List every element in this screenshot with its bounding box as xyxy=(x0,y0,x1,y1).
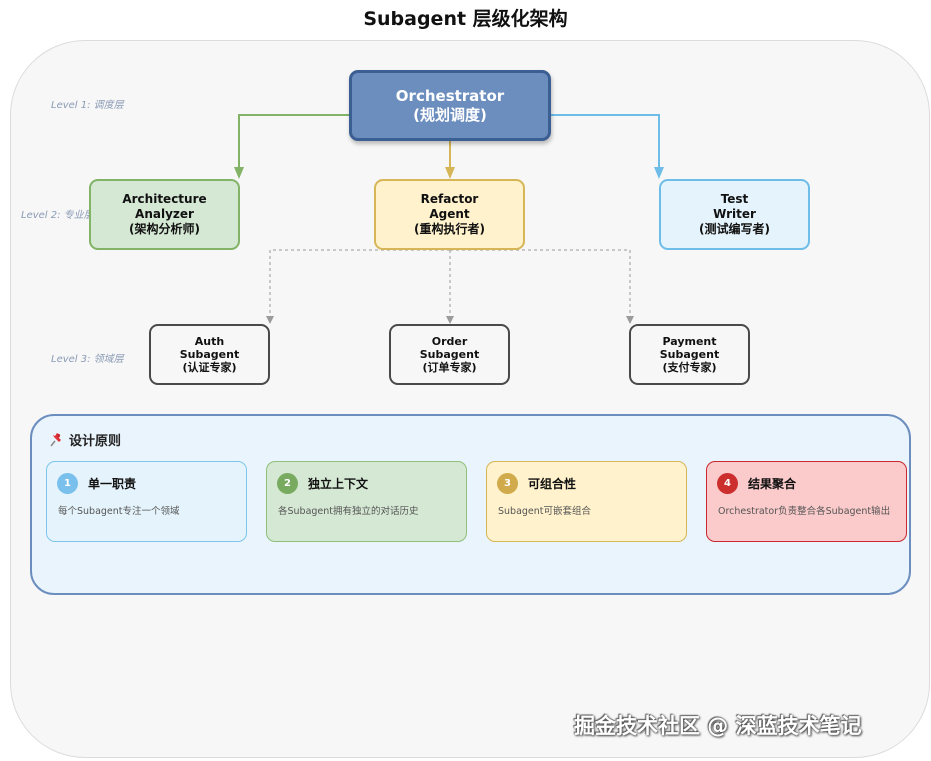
auth-subagent-node: Auth Subagent (认证专家) xyxy=(149,324,270,385)
diagram-title: Subagent 层级化架构 xyxy=(363,8,568,30)
arrowhead-refactor xyxy=(445,167,455,179)
node-role: (支付专家) xyxy=(662,361,717,374)
arrowhead-payment xyxy=(626,316,634,324)
architecture-analyzer-node: Architecture Analyzer (架构分析师) xyxy=(89,179,240,250)
principle-title: 结果聚合 xyxy=(748,477,797,491)
node-role: (重构执行者) xyxy=(414,222,485,236)
node-role: (架构分析师) xyxy=(129,222,200,236)
node-line: Payment xyxy=(662,335,717,348)
principle-number-badge: 3 xyxy=(497,473,518,494)
arrowhead-order xyxy=(446,316,454,324)
orchestrator-node: Orchestrator (规划调度) xyxy=(349,70,551,141)
refactor-agent-node: Refactor Agent (重构执行者) xyxy=(374,179,525,250)
edge-refactor-payment xyxy=(450,249,631,316)
order-subagent-node: Order Subagent (订单专家) xyxy=(389,324,510,385)
principle-desc: 各Subagent拥有独立的对话历史 xyxy=(278,506,419,517)
arrowhead-architecture xyxy=(234,167,244,179)
arrowhead-auth xyxy=(266,316,274,324)
node-line: Refactor xyxy=(420,192,479,206)
node-role: (订单专家) xyxy=(422,361,477,374)
edge-orch-test xyxy=(551,114,660,168)
principle-number-badge: 4 xyxy=(717,473,738,494)
node-line: Auth xyxy=(194,335,225,348)
node-role: (测试编写者) xyxy=(699,222,770,236)
node-role: (认证专家) xyxy=(182,361,237,374)
design-principles-panel: 设计原则 1 单一职责 每个Subagent专注一个领域 2 独立上下文 各Su… xyxy=(30,414,911,595)
pushpin-icon xyxy=(50,432,61,446)
node-line: Writer xyxy=(713,207,756,221)
level-1-label: Level 1: 调度层 xyxy=(51,100,124,111)
principle-number-badge: 1 xyxy=(57,473,78,494)
edge-refactor-auth xyxy=(269,249,450,316)
principle-number-badge: 2 xyxy=(277,473,298,494)
orchestrator-role: (规划调度) xyxy=(413,105,487,124)
node-line: Agent xyxy=(429,207,470,221)
payment-subagent-node: Payment Subagent (支付专家) xyxy=(629,324,750,385)
principle-desc: 每个Subagent专注一个领域 xyxy=(58,506,180,517)
principle-title: 单一职责 xyxy=(88,477,137,491)
node-line: Architecture xyxy=(122,192,207,206)
watermark: 掘金技术社区 @ 深蓝技术笔记 xyxy=(574,714,862,738)
principle-card-2: 2 独立上下文 各Subagent拥有独立的对话历史 xyxy=(266,461,467,542)
orchestrator-name: Orchestrator xyxy=(395,86,505,105)
node-line: Order xyxy=(431,335,468,348)
node-line: Subagent xyxy=(419,348,480,361)
principles-title: 设计原则 xyxy=(69,434,122,449)
principle-card-3: 3 可组合性 Subagent可嵌套组合 xyxy=(486,461,687,542)
diagram-frame xyxy=(10,40,930,758)
node-line: Subagent xyxy=(659,348,720,361)
test-writer-node: Test Writer (测试编写者) xyxy=(659,179,810,250)
principles-heading: 设计原则 xyxy=(48,430,121,449)
level-2-label: Level 2: 专业层 xyxy=(21,210,94,221)
principle-card-4: 4 结果聚合 Orchestrator负责整合各Subagent输出 xyxy=(706,461,907,542)
node-line: Subagent xyxy=(179,348,240,361)
principle-desc: Orchestrator负责整合各Subagent输出 xyxy=(718,506,891,517)
principle-desc: Subagent可嵌套组合 xyxy=(498,506,592,517)
level-3-label: Level 3: 领域层 xyxy=(51,354,124,365)
node-line: Test xyxy=(720,192,749,206)
edge-orch-architecture xyxy=(238,114,349,168)
arrowhead-test xyxy=(654,167,664,179)
principle-title: 可组合性 xyxy=(528,477,577,491)
node-line: Analyzer xyxy=(135,207,194,221)
principle-card-1: 1 单一职责 每个Subagent专注一个领域 xyxy=(46,461,247,542)
principle-title: 独立上下文 xyxy=(308,477,369,491)
